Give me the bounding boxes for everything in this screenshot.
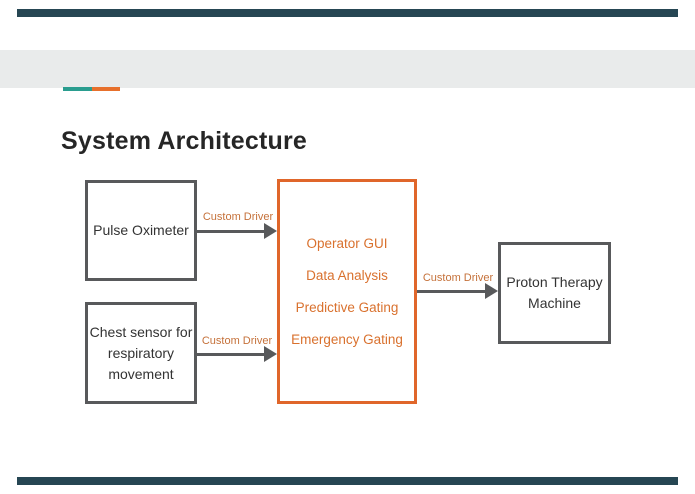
header-band [0,50,695,88]
chest-sensor-box: Chest sensor for respiratory movement [85,302,197,404]
proton-therapy-machine-box: Proton Therapy Machine [498,242,611,344]
arrow-head-icon [264,223,277,239]
chest-sensor-label: Chest sensor for respiratory movement [89,323,193,382]
connector-label-custom-driver-2: Custom Driver [201,335,273,347]
pulse-oximeter-label: Pulse Oximeter [93,222,189,238]
module-label-operator-gui: Operator GUI [306,235,388,251]
arrow-line [417,289,487,293]
bottom-accent-bar [17,477,678,485]
arrow-head-icon [485,283,498,299]
module-label-emergency-gating: Emergency Gating [291,331,403,347]
accent-line-orange-segment [92,87,120,91]
pulse-oximeter-box: Pulse Oximeter [85,180,197,281]
arrow-head-icon [264,346,277,362]
arrow-line [197,229,266,233]
slide-title: System Architecture [61,126,308,155]
proton-therapy-machine-label: Proton Therapy Machine [506,274,603,311]
software-modules-box: Operator GUI Data Analysis Predictive Ga… [277,179,417,404]
connector-label-custom-driver-1: Custom Driver [202,211,274,223]
accent-line-teal-segment [63,87,92,91]
accent-line [63,87,120,91]
connector-arrow-pulse-to-central [197,223,277,239]
connector-label-custom-driver-3: Custom Driver [422,272,494,284]
module-label-predictive-gating: Predictive Gating [295,299,399,315]
top-accent-bar [17,9,678,17]
module-label-data-analysis: Data Analysis [306,267,388,283]
connector-arrow-central-to-proton [417,283,498,299]
arrow-line [197,352,266,356]
connector-arrow-chest-to-central [197,346,277,362]
